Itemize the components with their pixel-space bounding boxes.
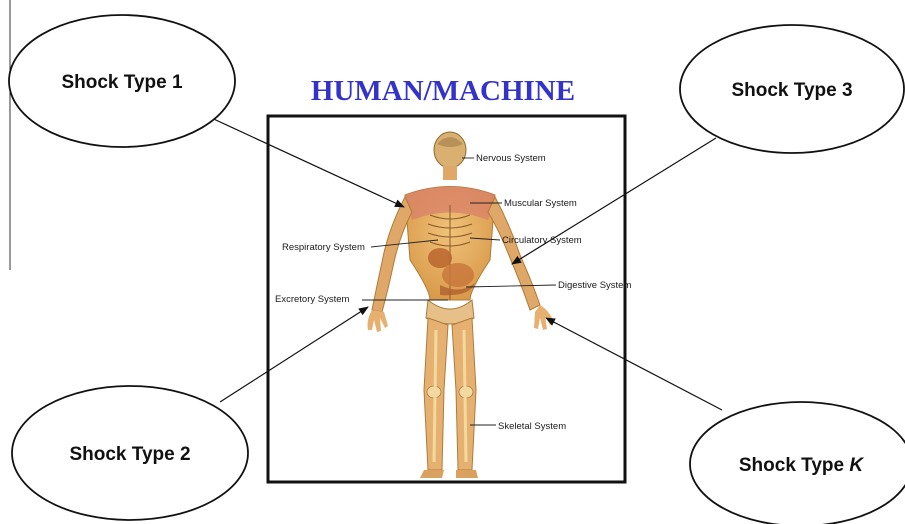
shock-type-1-node: Shock Type 1 xyxy=(9,15,235,147)
shock-type-k-variable: K xyxy=(849,455,864,476)
shock-type-1-label: Shock Type 1 xyxy=(61,72,183,93)
shock-type-k-label: Shock Type K xyxy=(739,455,865,476)
label-respiratory-system: Respiratory System xyxy=(282,242,365,253)
label-muscular-system: Muscular System xyxy=(504,198,577,209)
shock-type-2-node: Shock Type 2 xyxy=(12,386,248,520)
shock-type-3-node: Shock Type 3 xyxy=(680,25,904,153)
human-anatomy-figure: Nervous System Muscular System Respirato… xyxy=(268,116,631,482)
shock-type-k-prefix: Shock Type xyxy=(739,455,850,476)
label-skeletal-system: Skeletal System xyxy=(498,421,566,432)
label-excretory-system: Excretory System xyxy=(275,294,350,305)
shock-type-2-label: Shock Type 2 xyxy=(69,444,190,465)
label-digestive-system: Digestive System xyxy=(558,280,631,291)
shock-type-k-node: Shock Type K xyxy=(690,402,905,524)
label-nervous-system: Nervous System xyxy=(476,153,546,164)
diagram-title: HUMAN/MACHINE xyxy=(311,75,575,107)
shock-type-3-label: Shock Type 3 xyxy=(731,80,852,101)
label-circulatory-system: Circulatory System xyxy=(502,235,582,246)
